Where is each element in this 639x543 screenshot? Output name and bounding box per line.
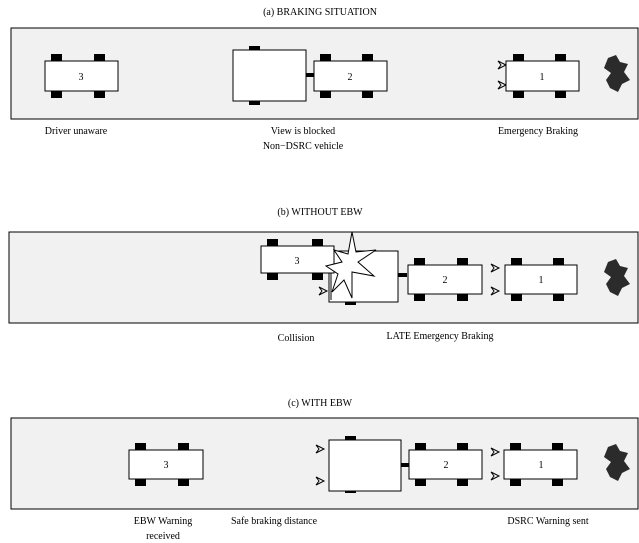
panel-c-obstacle [604,444,630,481]
label-driver-unaware: Driver unaware [45,126,108,137]
panel-c-car-3: 3 [128,443,204,486]
panel-c-blocking-truck [315,436,410,493]
label-safe-braking-distance: Safe braking distance [231,516,318,527]
panel-c-car-2: 2 [408,443,483,486]
panel-a-obstacle [604,55,630,92]
panel-a-car-1-number: 1 [540,72,545,83]
panel-b-title: (b) WITHOUT EBW [277,207,363,218]
panel-a-car-2-number: 2 [348,72,353,83]
collision-burst-icon [324,231,377,299]
panel-a-car-1: 1 [497,54,580,98]
panel-c-car-1: 1 [490,443,578,486]
panel-b-car-3: 3 [260,239,335,280]
panel-c-car-3-number: 3 [164,460,169,471]
label-ebw-warning: EBW Warning [134,516,193,527]
panel-b-obstacle [604,259,630,296]
label-emergency-braking: Emergency Braking [498,126,578,137]
panel-c-car-1-number: 1 [539,460,544,471]
label-late-emergency-braking: LATE Emergency Braking [386,331,493,342]
panel-b-car-1-number: 1 [539,275,544,286]
panel-c-title: (c) WITH EBW [288,398,353,409]
label-non-dsrc-vehicle: Non−DSRC vehicle [263,141,344,152]
panel-b-car-3-number: 3 [295,256,300,267]
label-collision: Collision [278,333,315,344]
label-view-blocked: View is blocked [271,126,335,137]
label-dsrc-warning-sent: DSRC Warning sent [507,516,588,527]
panel-a-title: (a) BRAKING SITUATION [263,7,377,18]
panel-b-car-1: 1 [490,258,578,301]
panel-a-car-3-number: 3 [79,72,84,83]
panel-b-car-2-number: 2 [443,275,448,286]
panel-a-car-2: 2 [313,54,388,98]
panel-b-car-2: 2 [407,258,483,301]
panel-c-car-2-number: 2 [444,460,449,471]
label-received: received [146,531,180,542]
panel-a-car-3: 3 [44,54,119,98]
panel-a-blocking-truck [232,46,315,105]
